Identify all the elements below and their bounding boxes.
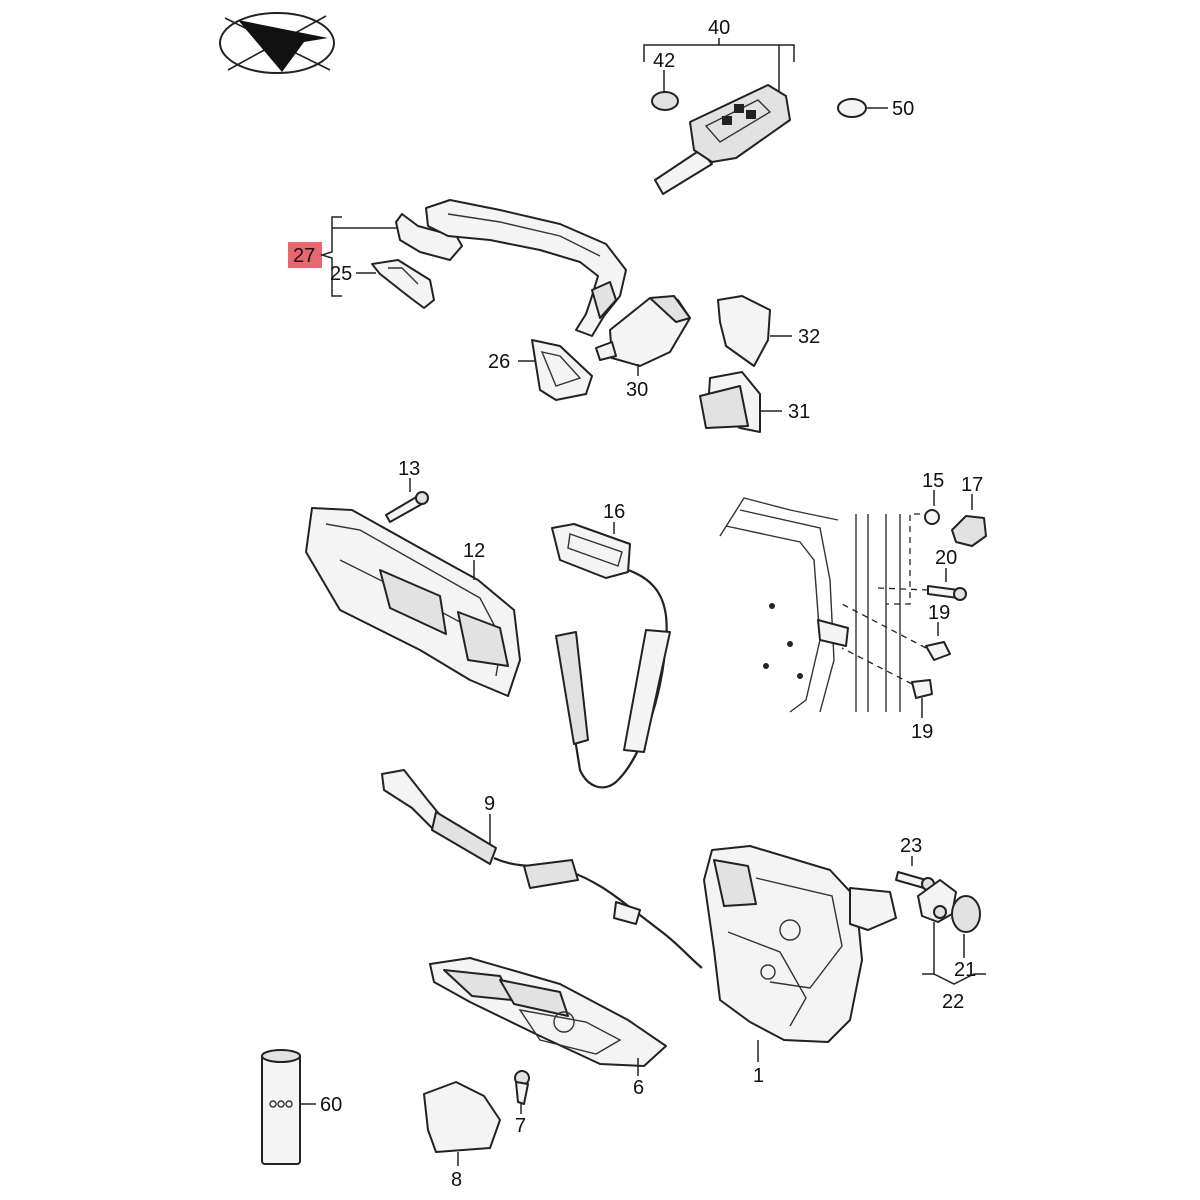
- callout-16: 16: [603, 501, 625, 523]
- part-13-screw: [385, 478, 429, 523]
- callout-31: 31: [788, 401, 810, 423]
- callout-42: 42: [653, 50, 675, 72]
- callout-7: 7: [515, 1115, 526, 1137]
- callout-60: 60: [320, 1094, 342, 1116]
- callout-21: 21: [954, 959, 976, 981]
- part-19-bolt-upper: [841, 603, 951, 661]
- callout-8: 8: [451, 1169, 462, 1191]
- callout-labels: 1 6 7 8 9 12 13 15 16 17 19 19 20 21 22 …: [293, 17, 983, 1191]
- part-25-gasket: [356, 259, 435, 309]
- part-20-bolt: [877, 568, 967, 601]
- callout-12: 12: [463, 540, 485, 562]
- callout-30: 30: [626, 379, 648, 401]
- callout-22: 22: [942, 991, 964, 1013]
- door-outside-handle: [395, 199, 627, 337]
- door-frame-section: [719, 497, 901, 713]
- callout-1: 1: [753, 1065, 764, 1087]
- part-32-cap: [717, 295, 792, 367]
- part-8-cover: [423, 1081, 501, 1166]
- part-12-handle-carrier: [305, 507, 521, 697]
- part-27-highlight: [288, 242, 322, 268]
- part-30-lock-cylinder: [595, 295, 691, 376]
- callout-40: 40: [708, 17, 730, 39]
- part-26-seal: [518, 339, 593, 401]
- callout-26: 26: [488, 351, 510, 373]
- callout-20: 20: [935, 547, 957, 569]
- part-21-cover: [951, 895, 981, 958]
- part-60-lubricant: [261, 1049, 316, 1165]
- part-9-cable: [381, 769, 703, 969]
- part-42-battery: [651, 70, 679, 111]
- callout-19-upper: 19: [928, 602, 950, 624]
- part-23-screw: [895, 856, 935, 891]
- part-15-washer: [886, 490, 940, 605]
- part-6-inside-handle: [429, 957, 667, 1076]
- callout-13: 13: [398, 458, 420, 480]
- part-16-release-cable: [551, 522, 671, 789]
- callout-25: 25: [330, 263, 352, 285]
- part-22-group-bracket: [922, 922, 986, 985]
- callout-32: 32: [798, 326, 820, 348]
- callout-6: 6: [633, 1077, 644, 1099]
- callout-15: 15: [922, 470, 944, 492]
- part-40-key-fob: [643, 38, 795, 195]
- part-7-screw: [514, 1070, 530, 1114]
- part-19-bolt-lower: [841, 647, 933, 718]
- part-17-cap: [951, 494, 987, 547]
- part-50-cap: [837, 98, 888, 118]
- callout-9: 9: [484, 793, 495, 815]
- compass-arrow-logo-icon: [219, 12, 335, 74]
- callout-50: 50: [892, 98, 914, 120]
- callout-27: 27: [293, 245, 315, 267]
- callout-23: 23: [900, 835, 922, 857]
- callout-17: 17: [961, 474, 983, 496]
- part-1-door-lock: [703, 845, 897, 1062]
- part-31-trim: [699, 371, 782, 433]
- part-27-group-bracket: [288, 216, 398, 297]
- callout-19-lower: 19: [911, 721, 933, 743]
